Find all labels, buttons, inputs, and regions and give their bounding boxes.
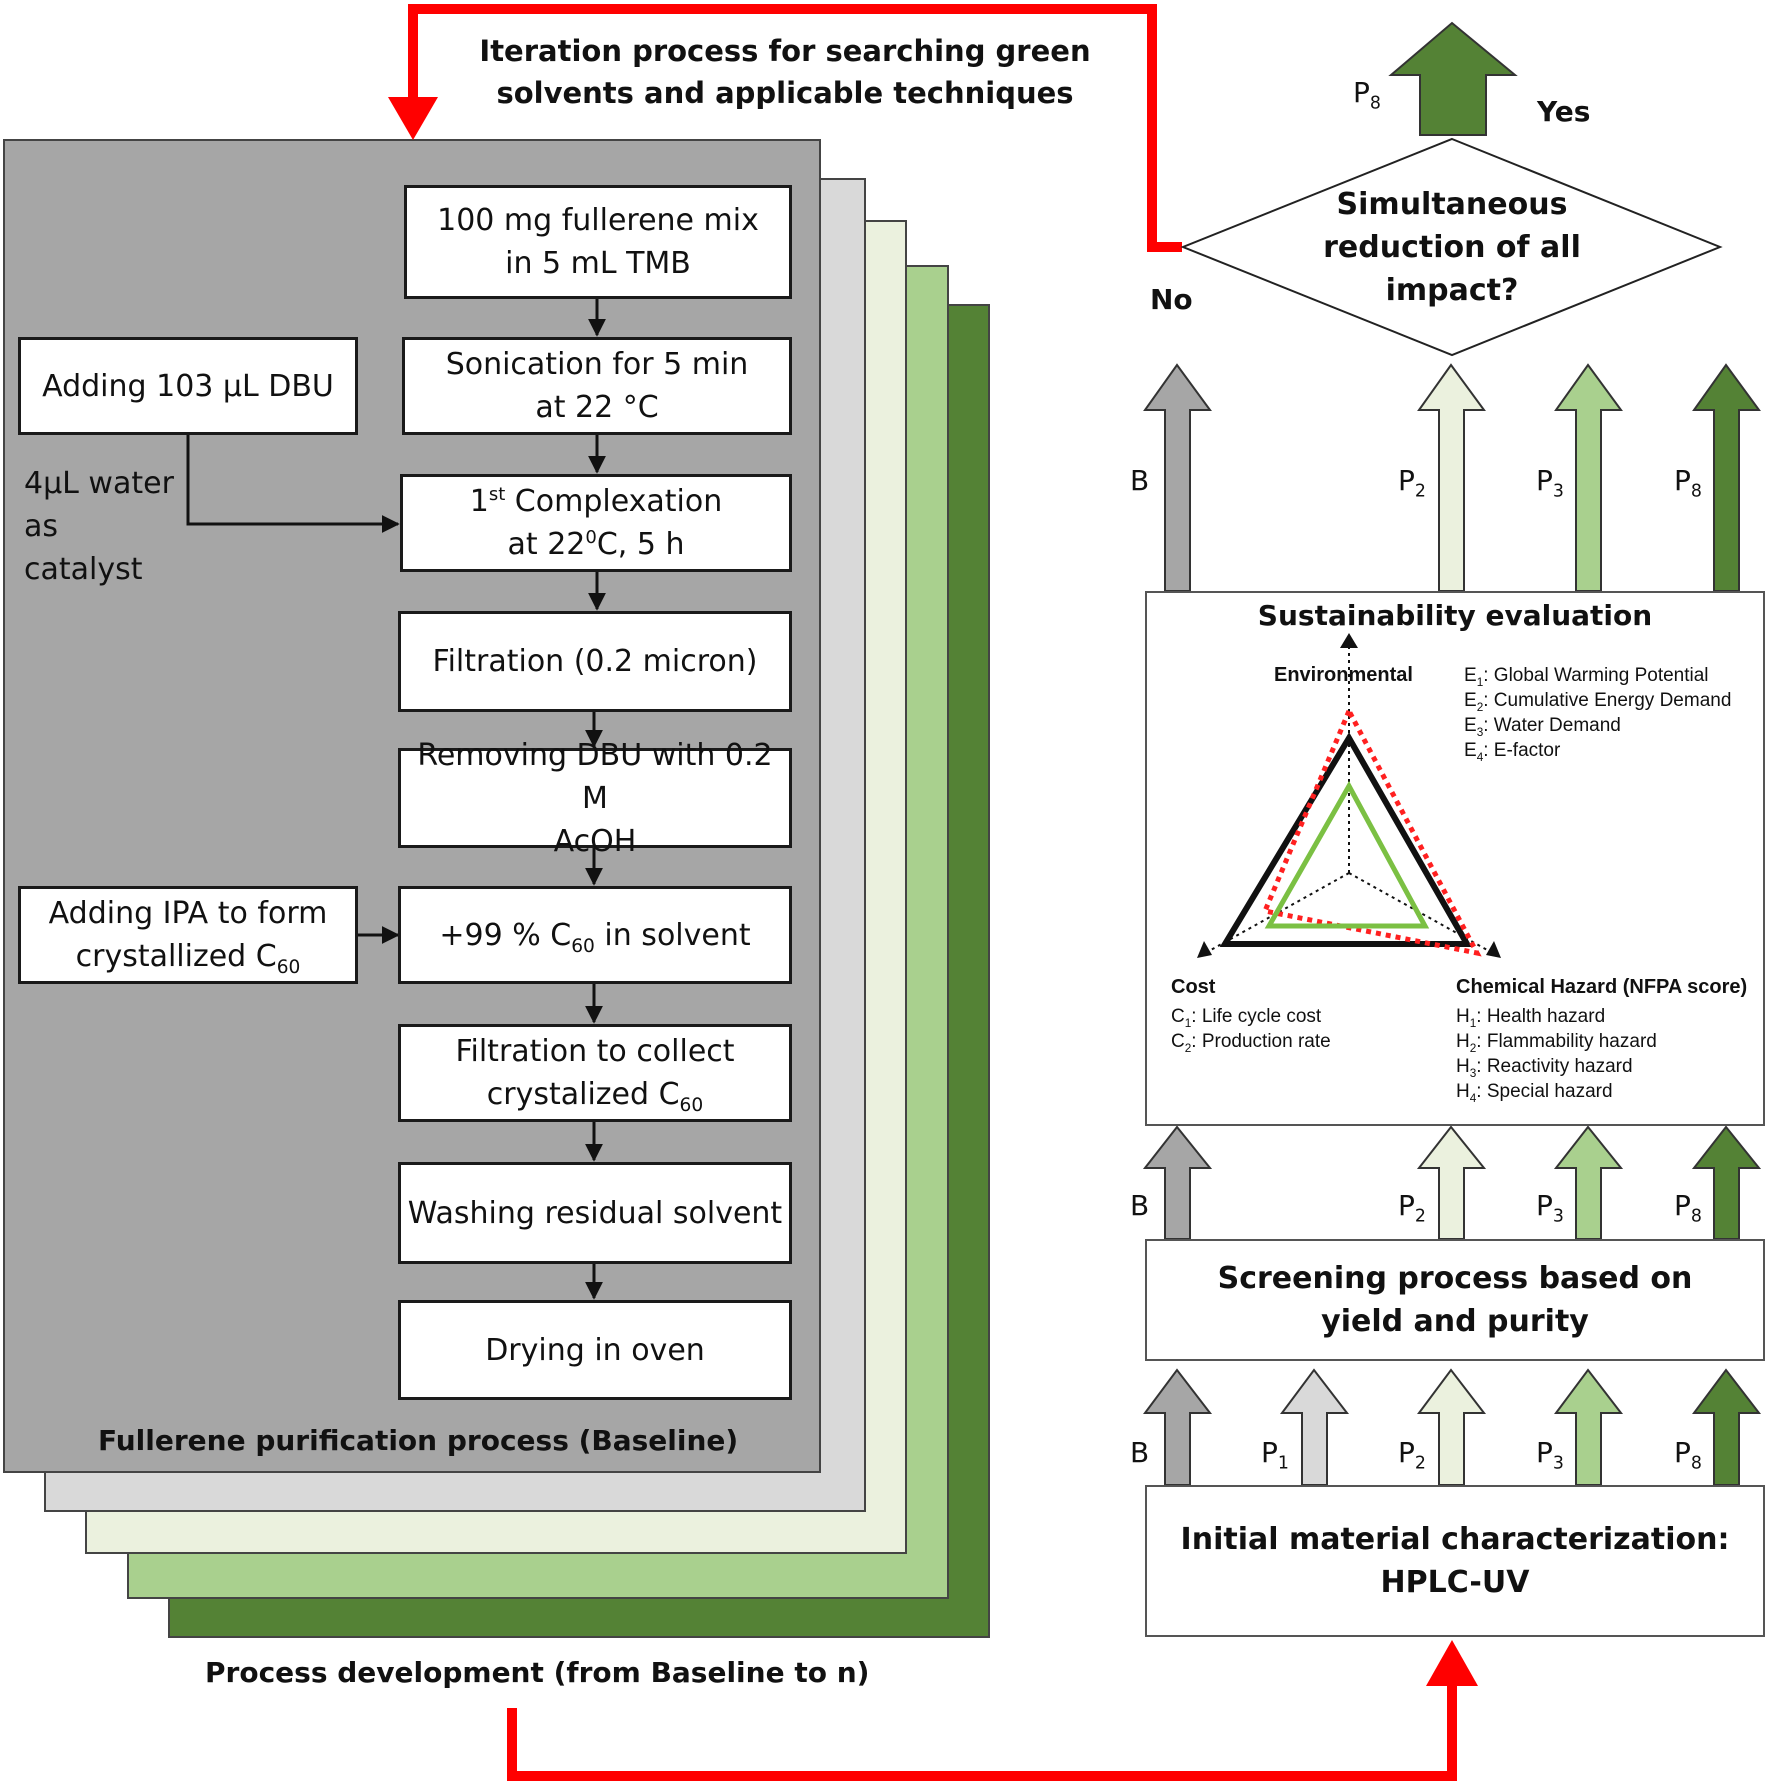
green-up-arrow (1417, 1368, 1487, 1486)
radar-triangle (1197, 633, 1501, 958)
green-up-arrow (1554, 1368, 1624, 1486)
screening-box: Screening process based on yield and pur… (1145, 1239, 1765, 1361)
label-p1-lower: P1 (1261, 1436, 1289, 1474)
step-c60-in-solvent: +99 % C60 in solvent (398, 886, 792, 984)
label-p3-upper: P3 (1536, 464, 1564, 502)
gray-up-arrow (1143, 363, 1212, 592)
red-loop-arrow (507, 1640, 1478, 1781)
iteration-label-line1: Iteration process for searching green (479, 34, 1091, 68)
gray-up-arrow (1142, 1125, 1213, 1240)
side-adding-dbu: Adding 103 µL DBU (18, 337, 358, 435)
label-p2-middle: P2 (1398, 1189, 1426, 1227)
green-up-arrow (1691, 1125, 1762, 1240)
axis-cost: Cost (1171, 976, 1216, 998)
green-up-arrow (1417, 363, 1486, 592)
hazard-list: H1: Health hazard H2: Flammability hazar… (1456, 1006, 1657, 1105)
label-p2-lower: P2 (1398, 1436, 1426, 1474)
cost-list: C1: Life cycle cost C2: Production rate (1171, 1006, 1331, 1055)
label-p3-lower: P3 (1536, 1436, 1564, 1474)
iteration-label-line2: solvents and applicable techniques (496, 76, 1074, 110)
axis-environmental: Environmental (1274, 664, 1413, 686)
green-up-arrow (1692, 363, 1761, 592)
label-b-lower: B (1130, 1436, 1150, 1469)
side-water-catalyst: 4µL water as catalyst (24, 466, 174, 587)
green-up-arrow (1692, 1368, 1762, 1486)
label-p3-middle: P3 (1536, 1189, 1564, 1227)
decision-yes: Yes (1537, 95, 1591, 128)
green-up-arrow (1554, 363, 1623, 592)
iteration-label: Iteration process for searching green so… (470, 30, 1100, 114)
step-removing-dbu: Removing DBU with 0.2 M AcOH (398, 738, 792, 859)
label-p8-middle: P8 (1674, 1189, 1702, 1227)
sustainability-title: Sustainability evaluation (1257, 599, 1653, 632)
green-up-arrow (1388, 21, 1518, 136)
axis-chemical-hazard: Chemical Hazard (NFPA score) (1456, 976, 1748, 998)
process-title: Fullerene purification process (Baseline… (98, 1424, 739, 1457)
gray-up-arrow (1280, 1368, 1350, 1486)
label-b-upper: B (1130, 464, 1150, 497)
initial-characterization-box: Initial material characterization: HPLC-… (1145, 1485, 1765, 1637)
step-sonication: Sonication for 5 min at 22 °C (402, 337, 792, 435)
green-up-arrow (1416, 1125, 1487, 1240)
env-list: E1: Global Warming Potential E2: Cumulat… (1464, 665, 1732, 764)
side-adding-ipa: Adding IPA to form crystallized C60 (18, 886, 358, 984)
step-filtration: Filtration (0.2 micron) (398, 611, 792, 712)
gray-up-arrow (1143, 1368, 1213, 1486)
step-fullerene-mix: 100 mg fullerene mix in 5 mL TMB (404, 185, 792, 299)
step-washing: Washing residual solvent (398, 1162, 792, 1264)
yes-arrow-label: P8 (1353, 76, 1381, 114)
label-p2-upper: P2 (1398, 464, 1426, 502)
step-complexation: 1st Complexation at 220C, 5 h (400, 474, 792, 572)
process-development-label: Process development (from Baseline to n) (205, 1656, 870, 1689)
step-drying: Drying in oven (398, 1300, 792, 1400)
decision-no: No (1150, 283, 1193, 316)
label-b-middle: B (1130, 1189, 1150, 1222)
label-p8-lower: P8 (1674, 1436, 1702, 1474)
green-up-arrow (1553, 1125, 1624, 1240)
decision-diamond (1180, 137, 1723, 357)
decision-question: Simultaneous reduction of all impact? (1323, 187, 1581, 308)
black-flow-arrow (186, 299, 606, 1300)
sustainability-box: Sustainability evaluation Environmental … (1145, 591, 1765, 1126)
red-loop-arrow (388, 4, 1182, 252)
label-p8-upper: P8 (1674, 464, 1702, 502)
step-filtration-collect: Filtration to collect crystalized C60 (398, 1024, 792, 1122)
